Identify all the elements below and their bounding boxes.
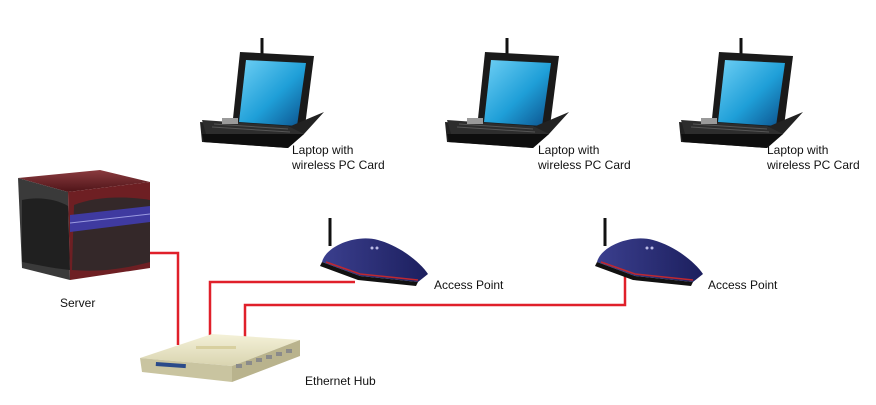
laptop-label-line2: wireless PC Card	[292, 158, 385, 172]
access-point-icon	[593, 216, 705, 288]
laptop-icon	[443, 36, 571, 150]
cable-server-hub	[148, 251, 180, 345]
laptop-icon	[198, 36, 326, 150]
cable-hub-access-point-2	[243, 276, 627, 338]
server-label: Server	[60, 296, 96, 310]
access-point-label: Access Point	[434, 278, 504, 292]
ethernet-hub-label: Ethernet Hub	[305, 374, 376, 388]
laptop-label-line1: Laptop with	[538, 143, 600, 157]
server-icon	[18, 170, 151, 280]
laptop-label-line2: wireless PC Card	[767, 158, 860, 172]
ethernet-hub-icon	[140, 334, 300, 382]
cable-hub-access-point-1	[208, 280, 355, 340]
laptop-label: Laptop with wireless PC Card	[538, 143, 631, 173]
laptop-icon	[677, 36, 805, 150]
access-point-icon	[318, 216, 430, 288]
laptop-label-line1: Laptop with	[292, 143, 354, 157]
laptop-label-line2: wireless PC Card	[538, 158, 631, 172]
ethernet-cables	[148, 251, 627, 345]
laptop-label-line1: Laptop with	[767, 143, 829, 157]
laptop-label: Laptop with wireless PC Card	[292, 143, 385, 173]
laptop-label: Laptop with wireless PC Card	[767, 143, 860, 173]
access-point-label: Access Point	[708, 278, 778, 292]
